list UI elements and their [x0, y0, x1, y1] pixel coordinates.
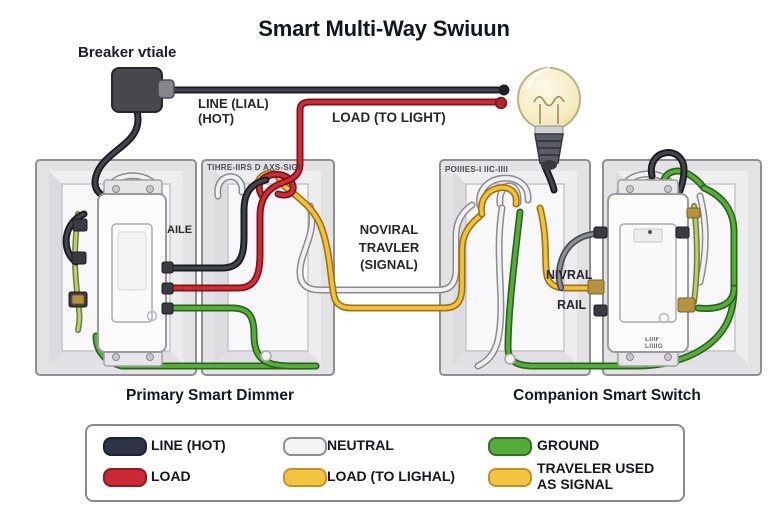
companion-switch-caption: Companion Smart Switch [513, 387, 701, 404]
legend-label-traveler-signal: TRAVELER USED AS SIGNAL [537, 460, 655, 492]
load-wire-end-dot [494, 96, 508, 110]
breaker-module [111, 67, 175, 113]
dimmer-logo-mark [146, 310, 158, 322]
primary-smart-dimmer-device [97, 179, 167, 367]
dimmer-side-label: AILE [167, 224, 193, 236]
bulb-glass [517, 67, 581, 131]
neutral-right-label: NIVRAL [546, 268, 593, 282]
legend-swatch-ground [488, 437, 532, 456]
wall-box-junction-left [201, 159, 335, 376]
rail-right-label: RAIL [557, 298, 587, 312]
legend-label-line-hot: LINE (HOT) [151, 437, 226, 453]
load-to-light-label: LOAD (TO LIGHT) [332, 110, 446, 125]
companion-smart-switch-device [607, 179, 689, 367]
breaker-terminal [157, 79, 175, 99]
legend-label-load: LOAD [151, 468, 191, 484]
legend-panel [85, 424, 685, 502]
companion-garbled-micro-text: LIIIF LIIIIG [645, 337, 664, 350]
legend-swatch-line-hot [103, 437, 147, 456]
bulb-filament-coil [533, 95, 565, 107]
page-title: Smart Multi-Way Swiuun [258, 16, 510, 41]
box2-garbled-text: TIHRE-IIRS D AXS-SIGI [207, 163, 301, 172]
legend-label-neutral: NEUTRAL [327, 437, 394, 453]
legend-label-load-to-lighal: LOAD (TO LIGHAL) [327, 468, 456, 484]
line-wire-end-dot [498, 84, 510, 96]
legend-swatch-load-to-lighal [283, 468, 327, 487]
breaker-body [111, 67, 163, 113]
line-hot-label: LINE (LIAL) (HOT) [198, 96, 269, 126]
wire-terminals [68, 207, 701, 365]
light-bulb [517, 67, 581, 170]
switch-logo-mark [658, 312, 670, 324]
legend-swatch-load [103, 468, 147, 487]
box3-garbled-text: POIIIES-I IIC-IIII [445, 165, 509, 174]
legend-label-ground: GROUND [537, 437, 600, 453]
primary-dimmer-caption: Primary Smart Dimmer [126, 387, 294, 404]
bulb-tip [541, 160, 557, 170]
legend-swatch-neutral [283, 437, 327, 456]
cable-clamp [260, 350, 272, 362]
breaker-label: Breaker vtiale [78, 44, 177, 61]
traveler-signal-label: NOVIRAL TRAVLER (SIGNAL) [358, 222, 420, 272]
legend-swatch-traveler-signal [488, 468, 532, 487]
bulb-filament-supports [539, 104, 559, 124]
cable-clamp [504, 353, 516, 365]
